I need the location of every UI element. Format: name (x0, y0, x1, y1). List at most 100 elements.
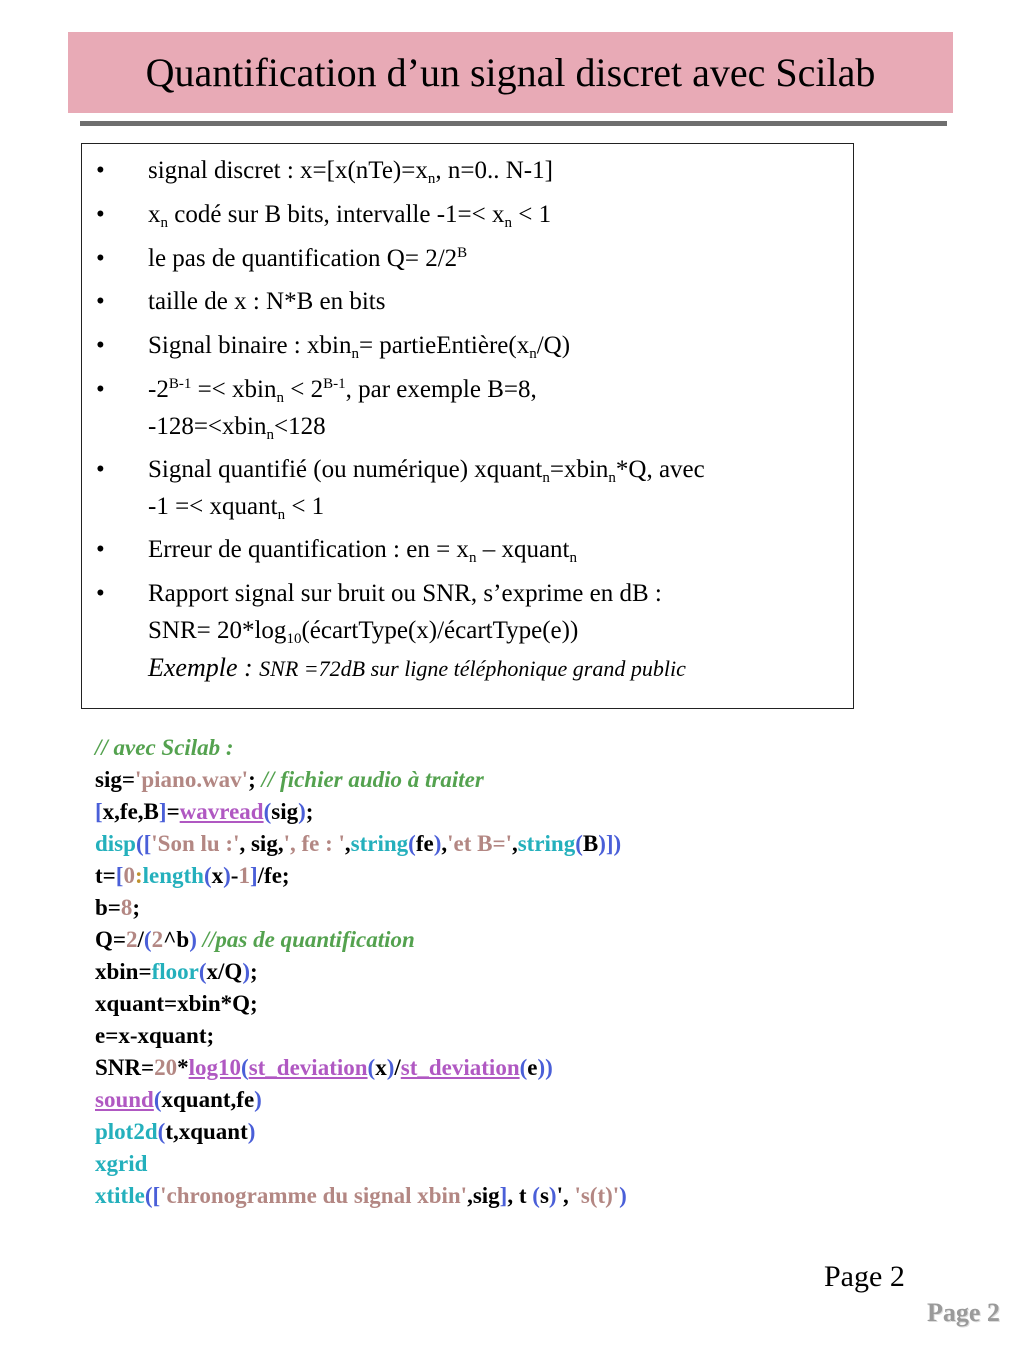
text-run: -2 (148, 376, 169, 403)
code-token: : (134, 863, 143, 888)
code-token: ] (158, 799, 167, 824)
code-token: x,fe,B (102, 799, 159, 824)
code-token: st_deviation (400, 1055, 520, 1080)
code-token: , t (507, 1183, 533, 1208)
code-token: plot2d (95, 1119, 158, 1144)
code-token: ) (386, 1055, 395, 1080)
text-run: <128 (273, 413, 326, 440)
code-token: * (177, 1055, 189, 1080)
subscript: n (569, 550, 577, 566)
code-token: ) (433, 831, 442, 856)
code-line: xquant=xbin*Q; (95, 988, 975, 1020)
page-title: Quantification d’un signal discret avec … (145, 49, 876, 95)
code-token: ) (189, 927, 197, 952)
code-token: , (511, 831, 518, 856)
code-token: t,xquant (165, 1119, 248, 1144)
bullet-text: Erreur de quantification : en = xn – xqu… (148, 531, 838, 568)
code-token: length (142, 863, 204, 888)
code-token: ( (519, 1055, 528, 1080)
code-line: [x,fe,B]=wavread(sig); (95, 796, 975, 828)
code-token: xgrid (95, 1151, 148, 1176)
code-token: //pas de quantification (202, 927, 415, 952)
code-line: Q=2/(2^b) //pas de quantification (95, 924, 975, 956)
bullet-text: -2B-1 =< xbinn < 2B-1, par exemple B=8,-… (148, 371, 838, 445)
text-run: signal discret : x=[x(nTe)=x (148, 157, 428, 184)
code-line: plot2d(t,xquant) (95, 1116, 975, 1148)
code-line: disp(['Son lu :', sig,', fe : ',string(f… (95, 828, 975, 860)
code-line: t=[0:length(x)-1]/fe; (95, 860, 975, 892)
code-token: x (375, 1055, 387, 1080)
code-token: ( (157, 1119, 166, 1144)
code-token: Q= (95, 927, 126, 952)
code-token: 2 (126, 927, 138, 952)
subscript: n (427, 171, 436, 187)
subscript: n (351, 346, 359, 362)
code-token: ( (408, 831, 416, 856)
code-token: [ (115, 863, 124, 888)
code-line: // avec Scilab : (95, 732, 975, 764)
code-token: )]) (598, 831, 622, 856)
text-run: codé sur B bits, intervalle -1=< x (168, 201, 505, 228)
text-run: – xquant (476, 536, 570, 563)
code-token: ( (575, 831, 583, 856)
code-token: ([ (144, 1183, 161, 1208)
bullet-marker: • (96, 580, 105, 607)
code-token: // avec Scilab : (95, 735, 234, 760)
code-token: 0 (123, 863, 135, 888)
code-line: SNR=20*log10(st_deviation(x)/st_deviatio… (95, 1052, 975, 1084)
code-token: x (211, 863, 224, 888)
subscript: n (608, 470, 616, 486)
code-token: ; (132, 895, 141, 920)
code-token: st_deviation (248, 1055, 368, 1080)
code-token: xtitle (95, 1183, 145, 1208)
text-run: -128=<xbin (148, 413, 267, 440)
subscript: 10 (286, 631, 302, 647)
code-line: xgrid (95, 1148, 975, 1180)
bullet-marker: • (96, 157, 105, 184)
code-token: ) (254, 1087, 262, 1112)
code-line: b=8; (95, 892, 975, 924)
bullet-marker: • (96, 376, 105, 403)
code-token: ,sig (467, 1183, 500, 1208)
code-token: )) (537, 1055, 553, 1080)
code-token: / (394, 1055, 401, 1080)
title-divider (80, 121, 947, 126)
text-run: , n=0.. N-1] (435, 157, 553, 184)
code-token: 'Son lu :' (151, 831, 240, 856)
code-token: sig= (95, 767, 135, 792)
code-token: ( (153, 1087, 162, 1112)
bullet-text: signal discret : x=[x(nTe)=xn, n=0.. N-1… (148, 152, 838, 189)
code-token: t= (95, 863, 116, 888)
subscript: n (160, 215, 169, 231)
code-token: /fe; (257, 863, 290, 888)
code-line: sig='piano.wav'; // fichier audio à trai… (95, 764, 975, 796)
superscript: B-1 (168, 376, 192, 392)
code-token: ; (248, 767, 262, 792)
text-run: SNR= 20*log (148, 617, 287, 644)
subscript: n (266, 427, 274, 443)
text-run: = partieEntière(x (358, 332, 530, 359)
code-token: ( (263, 799, 272, 824)
code-token: ', (556, 1183, 575, 1208)
bullet-text: Signal binaire : xbinn= partieEntière(xn… (148, 327, 838, 364)
text-run: /Q) (536, 332, 571, 359)
code-token: xquant=xbin*Q; (95, 991, 258, 1016)
code-token: disp (95, 831, 136, 856)
title-banner: Quantification d’un signal discret avec … (68, 32, 953, 113)
code-line: xbin=floor(x/Q); (95, 956, 975, 988)
bullet-text: le pas de quantification Q= 2/2B (148, 240, 838, 277)
code-token: wavread (179, 799, 264, 824)
code-token: fe (415, 831, 434, 856)
code-line: sound(xquant,fe) (95, 1084, 975, 1116)
scilab-code-block: // avec Scilab : sig='piano.wav'; // fich… (95, 732, 975, 1212)
text-run: , par exemple B=8, (345, 376, 537, 403)
code-token: ) (223, 863, 231, 888)
code-token: ] (249, 863, 258, 888)
code-token: , sig, (239, 831, 284, 856)
code-token: ', fe : ' (283, 831, 345, 856)
bullet-text: taille de x : N*B en bits (148, 283, 838, 320)
code-line: e=x-xquant; (95, 1020, 975, 1052)
code-token: = (166, 799, 180, 824)
code-token: ( (143, 927, 152, 952)
bullet-text: Signal quantifié (ou numérique) xquantn=… (148, 451, 838, 525)
